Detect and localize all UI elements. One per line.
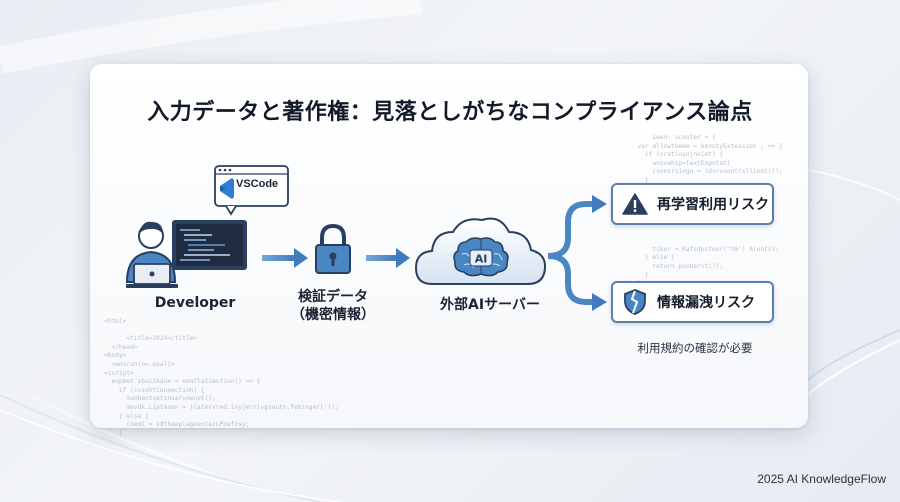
server-label: 外部AIサーバー	[440, 297, 540, 313]
developer-icon	[125, 220, 247, 288]
risk-box-retraining: 再学習利用リスク	[611, 183, 774, 225]
risk-box-leak: 情報漏洩リスク	[611, 281, 774, 323]
risk-label: 情報漏洩リスク	[657, 295, 755, 311]
code-background-left: <html> <title>2024</title> </head> <body…	[104, 318, 339, 437]
cloud-server-icon	[414, 217, 547, 285]
brain-icon	[453, 237, 509, 277]
developer-label: Developer	[154, 295, 236, 311]
arrow-data-to-server	[366, 248, 410, 268]
broken-shield-icon	[613, 283, 657, 321]
terms-note: 利用規約の確認が必要	[637, 341, 753, 355]
data-label-line2: （機密情報）	[291, 307, 375, 323]
lock-icon	[315, 223, 351, 274]
arrow-head-risk2	[592, 293, 607, 311]
footer-credit: 2025 AI KnowledgeFlow	[757, 472, 886, 486]
warning-icon	[613, 185, 657, 223]
arrow-head-risk1	[592, 195, 607, 213]
branch-arrows	[547, 201, 594, 305]
vscode-label: VSCode	[236, 178, 279, 190]
risk-label: 再学習利用リスク	[657, 197, 769, 213]
vscode-logo-icon	[220, 178, 234, 199]
cloud-ai-label: AI	[475, 253, 488, 266]
code-background-right: seen: scooter = { var allowtheme = kenot…	[630, 134, 783, 296]
arrow-developer-to-data	[262, 248, 308, 268]
page-title: 入力データと著作権：見落としがちなコンプライアンス論点	[147, 100, 753, 125]
vscode-tooltip	[214, 165, 289, 216]
data-label-line1: 検証データ	[298, 289, 368, 305]
